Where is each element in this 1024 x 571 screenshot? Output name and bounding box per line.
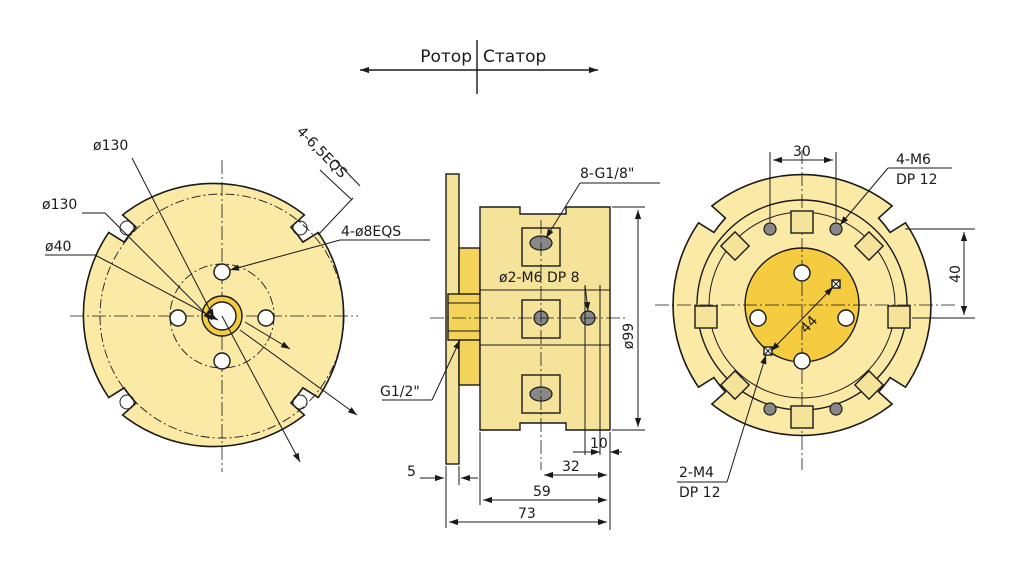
slot-end-bottom-right xyxy=(292,394,308,410)
radius-dim-line-b xyxy=(239,329,358,416)
mount-hole-bottom xyxy=(213,352,231,370)
pad-left xyxy=(694,305,718,329)
label-ports: 8-G1/8" xyxy=(580,166,634,182)
bolt-pitch-circle xyxy=(99,193,345,439)
inner-hole-top xyxy=(793,264,811,282)
label-m6-line2: DP 12 xyxy=(896,172,938,188)
label-dim-30: 30 xyxy=(793,144,811,160)
label-slots: 4-6,5EQS xyxy=(293,124,350,182)
radius-dim-line-c xyxy=(244,321,291,350)
inner-hole-left xyxy=(749,309,767,327)
label-dim-59: 59 xyxy=(533,484,551,500)
m6-tap-bottom-right xyxy=(829,402,843,416)
leader-ports xyxy=(545,182,581,239)
m6-tap-bottom-left xyxy=(763,402,777,416)
slot-end-bottom-left xyxy=(119,394,135,410)
pad-top-left xyxy=(719,230,751,262)
inner-hole-right xyxy=(837,309,855,327)
m6-tap-top-left xyxy=(763,222,777,236)
leader-g12 xyxy=(431,339,461,401)
leader-holes xyxy=(229,239,341,271)
leader-dia130-left xyxy=(104,212,213,321)
pad-top-right xyxy=(853,230,885,262)
leader-dia40 xyxy=(94,254,219,321)
mount-hole-right xyxy=(257,309,275,327)
mount-hole-top xyxy=(213,263,231,281)
label-dim-73: 73 xyxy=(518,506,536,522)
stator-label: Статор xyxy=(483,47,546,67)
leader-dia130-top xyxy=(131,157,215,319)
label-dim-10: 10 xyxy=(590,436,608,452)
label-dia99: ø99 xyxy=(621,323,637,349)
right-view-stator-face: 30 4-M6 DP 12 40 44 2-M4 DP 12 xyxy=(655,144,975,501)
slot-end-top-right xyxy=(292,220,308,236)
slot-dim-ext-a xyxy=(319,169,353,201)
left-view-rotor-face: ø130 ø130 ø40 4-ø8EQS 4-6,5EQS xyxy=(42,124,430,472)
leader-slots xyxy=(317,197,354,236)
pad-bottom-right xyxy=(853,369,885,401)
pad-top xyxy=(790,210,814,234)
m6-tap-top-right xyxy=(829,222,843,236)
label-taps: ø2-M6 DP 8 xyxy=(499,270,580,286)
view-direction-header: Ротор Статор xyxy=(360,40,598,94)
label-dia130-top: ø130 xyxy=(93,138,128,154)
slot-end-top-left xyxy=(119,220,135,236)
leader-m6 xyxy=(839,167,889,226)
m4-tap-upper-cross-b xyxy=(831,279,841,289)
m4-tap-lower-cross-b xyxy=(763,346,773,356)
label-dim-5: 5 xyxy=(407,464,416,480)
rotor-label: Ротор xyxy=(420,47,472,67)
side-view: 8-G1/8" ø2-M6 DP 8 ø99 G1/2" 10 32 5 59 xyxy=(380,166,660,530)
label-dia40: ø40 xyxy=(45,239,71,255)
mount-hole-left xyxy=(169,309,187,327)
label-dia130-left: ø130 xyxy=(42,197,77,213)
radius-dim-line-a xyxy=(221,315,301,463)
label-dim-40: 40 xyxy=(948,265,964,283)
dim-44 xyxy=(770,286,834,352)
pad-bottom-left xyxy=(719,369,751,401)
label-holes: 4-ø8EQS xyxy=(341,224,401,240)
label-g12: G1/2" xyxy=(380,384,420,400)
pad-right xyxy=(887,305,911,329)
inner-hole-bottom xyxy=(793,352,811,370)
pad-bottom xyxy=(790,405,814,429)
leader-m4 xyxy=(726,354,767,483)
label-m4-line1: 2-M4 xyxy=(679,465,714,481)
label-m4-line2: DP 12 xyxy=(679,485,721,501)
label-dim-32: 32 xyxy=(562,459,580,475)
slot-dim-ext-b xyxy=(334,159,361,187)
label-m6-line1: 4-M6 xyxy=(896,152,931,168)
rotor-shaft xyxy=(447,293,486,341)
